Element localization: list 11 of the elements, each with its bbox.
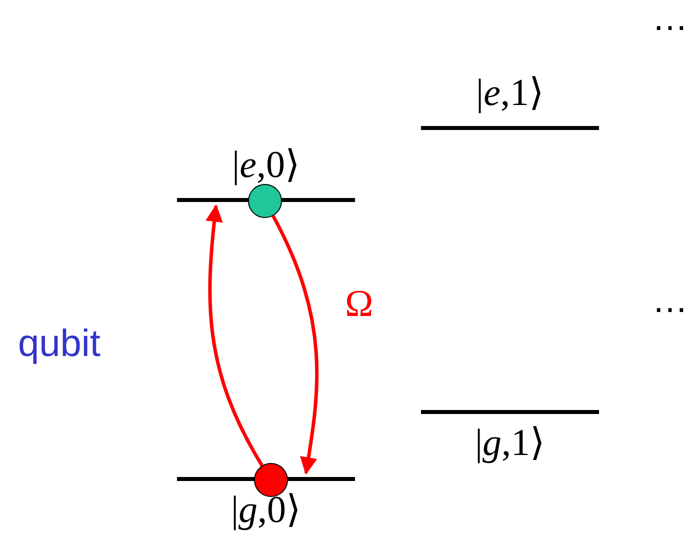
state-dot: [248, 184, 282, 218]
ellipsis: …: [652, 282, 688, 318]
edge-label: Ω: [345, 285, 374, 323]
state-label: |g,0⟩: [230, 488, 302, 529]
qubit-label: qubit: [18, 325, 100, 363]
arrow: [206, 204, 264, 466]
ellipsis: …: [652, 0, 688, 36]
state-label: |g,1⟩: [474, 421, 546, 462]
state-label: |e,1⟩: [476, 74, 544, 116]
arrow: [272, 215, 319, 475]
state-label: |e,0⟩: [232, 146, 300, 188]
